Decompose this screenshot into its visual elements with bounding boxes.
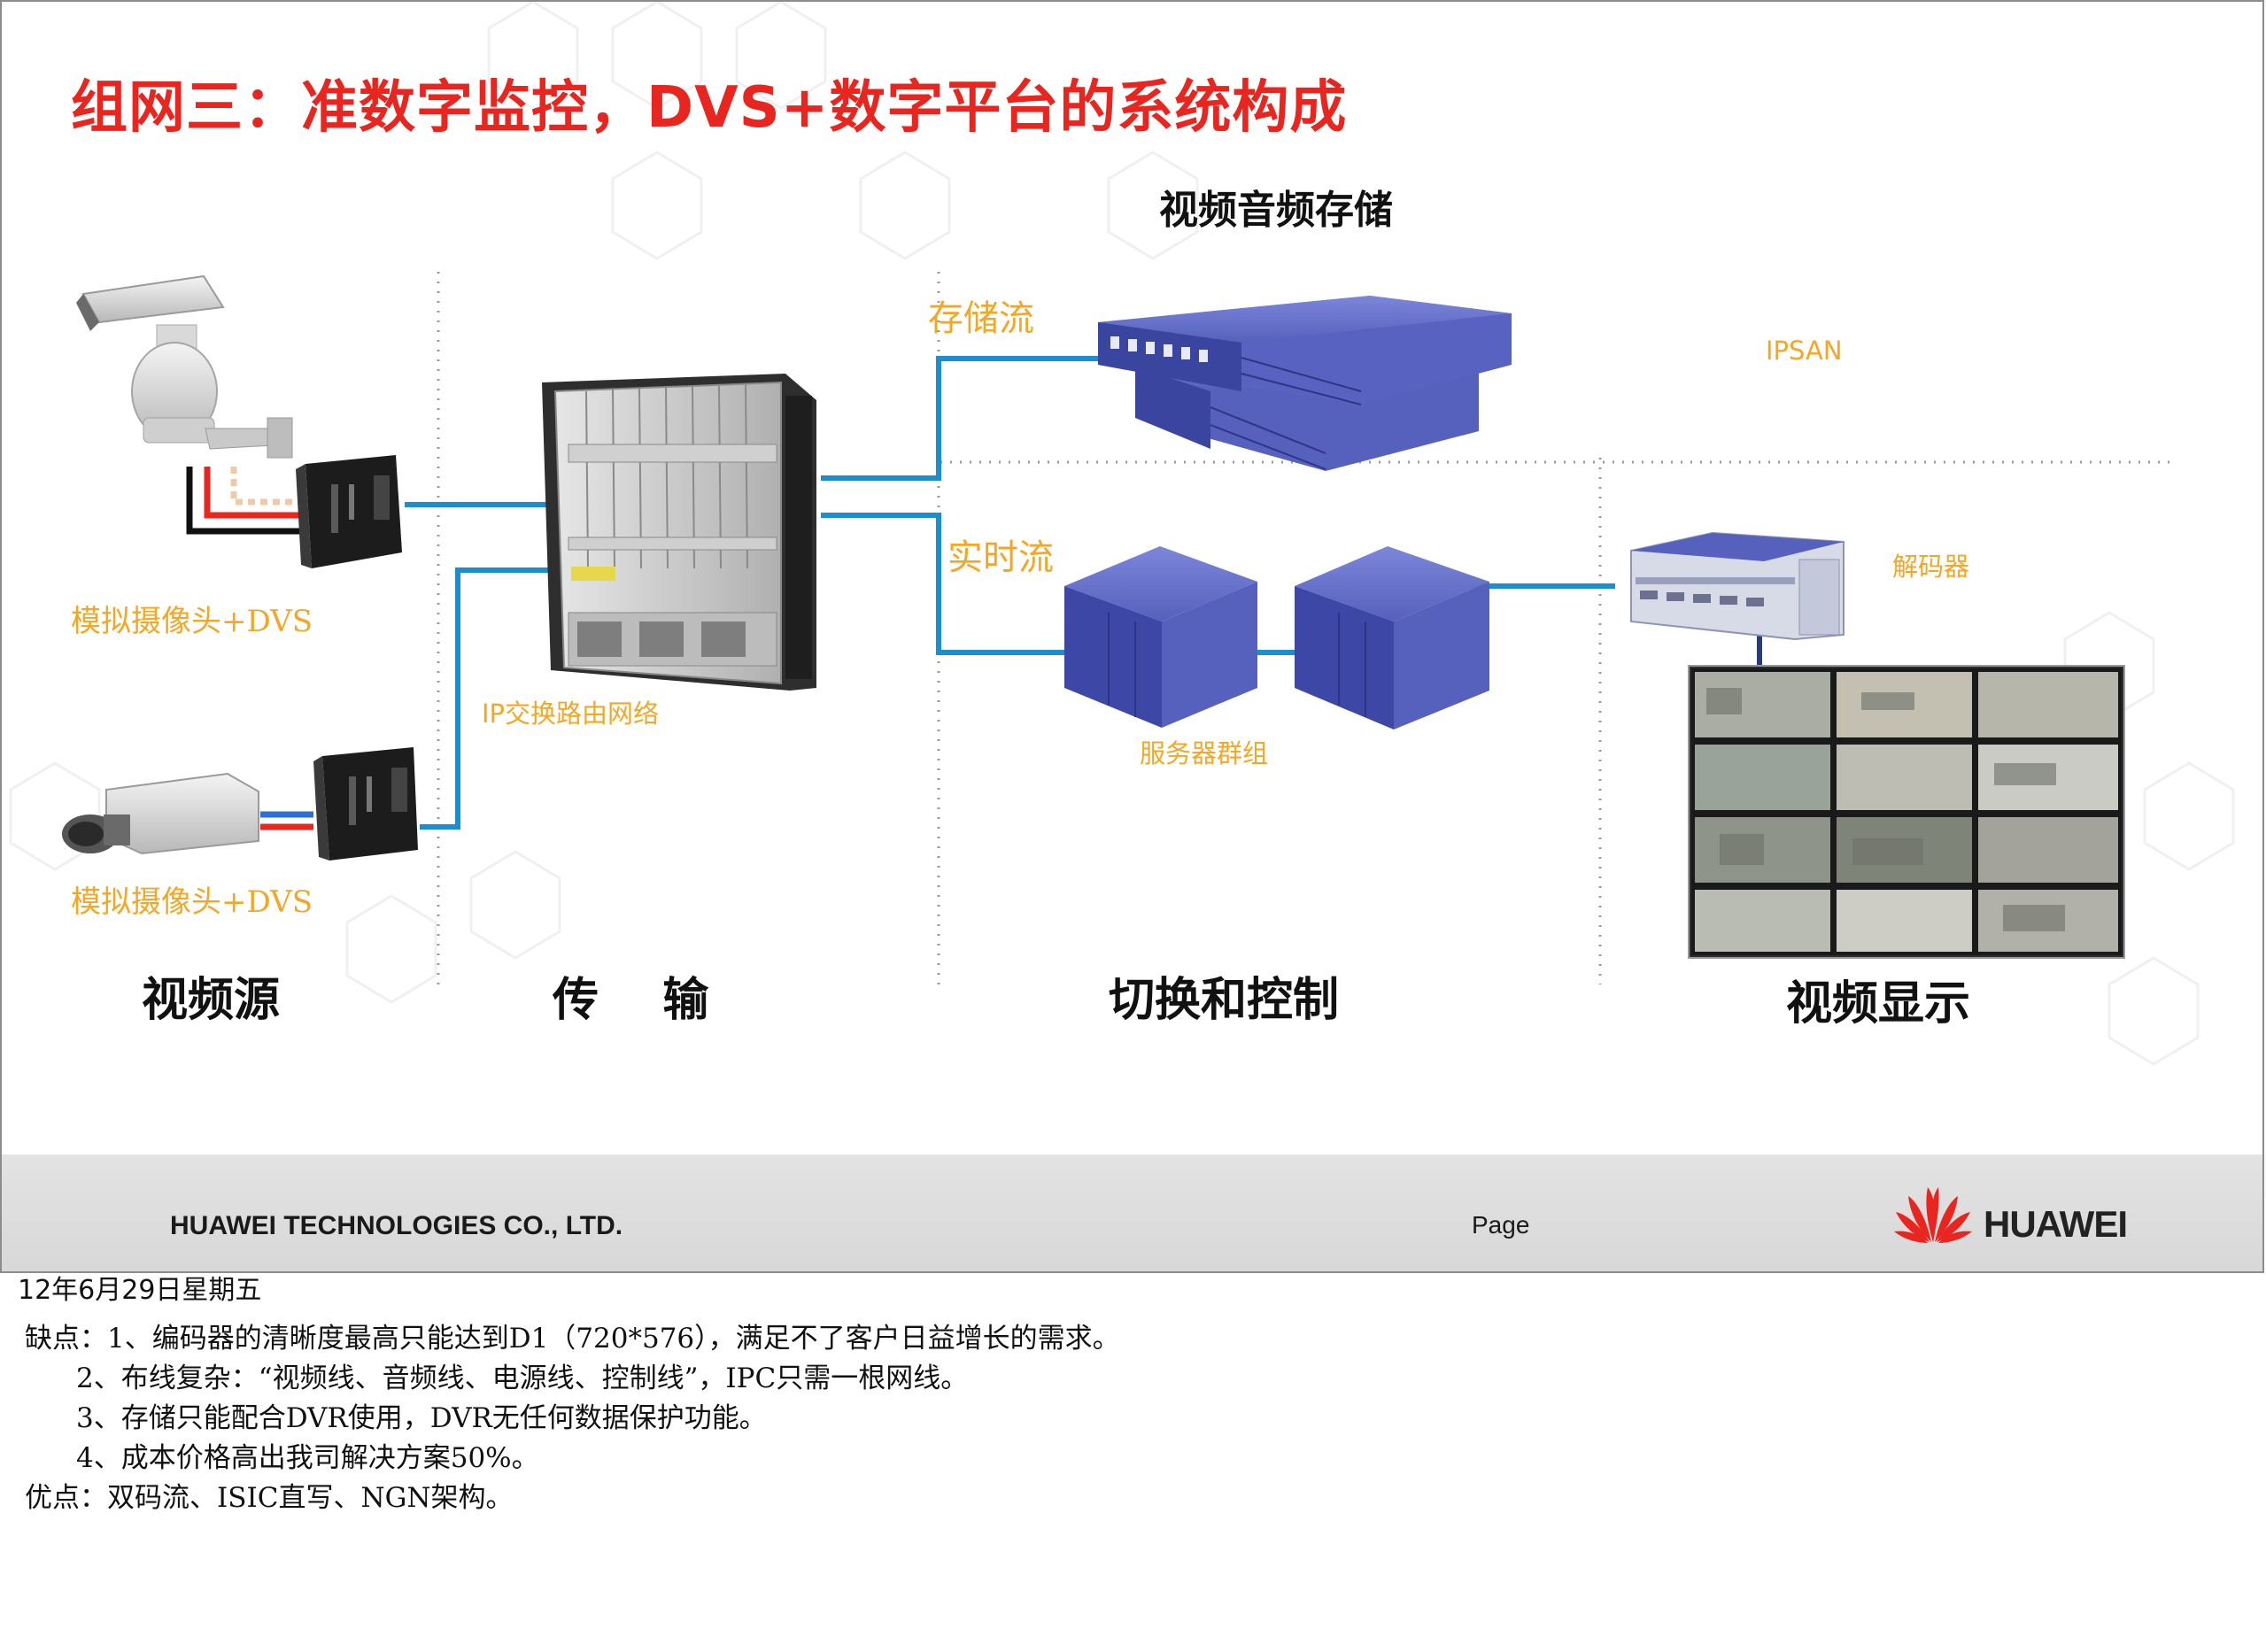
storage-array-icon-upper xyxy=(1098,296,1512,405)
section-transmission-label: 传 输 xyxy=(553,974,709,1027)
page-label: Page xyxy=(1472,1211,1530,1239)
server-cube-icon-1 xyxy=(1064,546,1257,728)
section-separators xyxy=(437,272,2169,984)
storage-flow-label: 存储流 xyxy=(928,298,1034,339)
note-line-3: 3、存储只能配合DVR使用，DVR无任何数据保护功能。 xyxy=(76,1402,767,1434)
network-diagram xyxy=(9,2,2235,1066)
camera1-label: 模拟摄像头+DVS xyxy=(71,604,313,639)
section-display-label: 视频显示 xyxy=(1786,977,1971,1031)
camera1-cable-icon xyxy=(186,467,305,535)
note-line-1: 缺点：1、编码器的清晰度最高只能达到D1（720*576），满足不了客户日益增长… xyxy=(25,1323,1120,1355)
ipsan-label: IPSAN xyxy=(1766,336,1843,366)
server-group-label: 服务器群组 xyxy=(1140,738,1269,768)
huawei-brand-text: HUAWEI xyxy=(1984,1203,2128,1245)
note-line-2: 2、布线复杂：“视频线、音频线、电源线、控制线”，IPC只需一根网线。 xyxy=(76,1363,969,1394)
notes-date: 12年6月29日星期五 xyxy=(18,1275,262,1306)
realtime-flow-label: 实时流 xyxy=(947,537,1054,578)
slide-footer xyxy=(2,1154,2262,1271)
huawei-flower-icon xyxy=(1894,1187,1972,1243)
link-dvs2-switch xyxy=(420,567,558,830)
decoder-device-icon xyxy=(1630,531,1845,641)
camera2-label: 模拟摄像头+DVS xyxy=(71,884,313,920)
ptz-camera-icon xyxy=(76,274,293,459)
storage-title-label: 视频音频存储 xyxy=(1159,188,1393,233)
background-hexagons xyxy=(9,2,2235,1066)
server-cube-icon-2 xyxy=(1295,546,1489,730)
section-control-label: 切换和控制 xyxy=(1109,974,1340,1027)
note-line-5: 优点：双码流、ISIC直写、NGN架构。 xyxy=(25,1482,514,1514)
slide: 组网三：准数字监控，DVS+数字平台的系统构成 视频音频存储 IPSAN 存储流… xyxy=(0,0,2264,1273)
dvs-encoder-icon-2 xyxy=(313,747,418,861)
box-camera-icon xyxy=(62,772,259,855)
network-links xyxy=(260,356,1762,830)
link-switch-storage xyxy=(821,356,1098,481)
ip-network-label: IP交换路由网络 xyxy=(482,699,660,729)
company-name: HUAWEI TECHNOLOGIES CO., LTD. xyxy=(170,1211,623,1240)
video-wall-icon xyxy=(1688,665,2125,959)
ip-switch-chassis-icon xyxy=(542,374,816,691)
decoder-label: 解码器 xyxy=(1892,552,1970,582)
section-source-label: 视频源 xyxy=(142,974,281,1027)
note-line-4: 4、成本价格高出我司解决方案50%。 xyxy=(76,1442,539,1474)
link-switch-realtime xyxy=(821,513,1064,655)
slide-title: 组网三：准数字监控，DVS+数字平台的系统构成 xyxy=(71,75,1348,141)
dvs-encoder-icon-1 xyxy=(296,455,402,568)
